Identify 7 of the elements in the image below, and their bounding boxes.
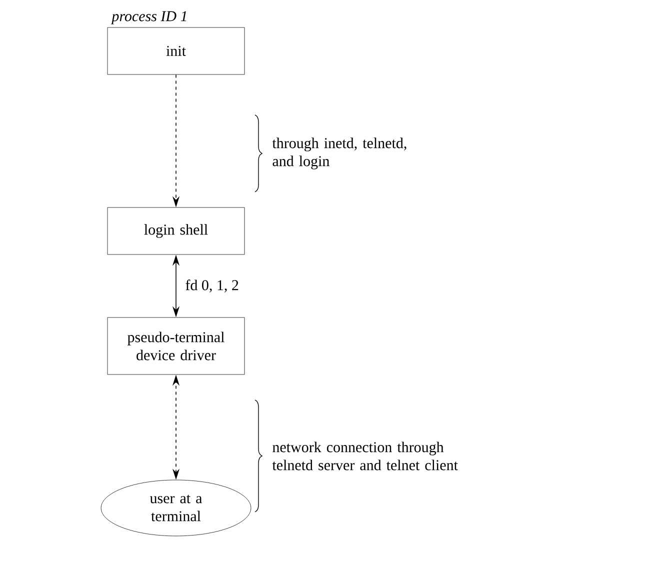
- edge-label: fd 0, 1, 2: [186, 280, 238, 292]
- process-box: pseudo-terminal device driver: [107, 317, 245, 375]
- node-label: process ID 1: [110, 11, 186, 24]
- note: network connection through telnetd server and telnet client: [272, 442, 458, 470]
- process-box: init: [107, 27, 245, 75]
- process-box: login shell: [107, 207, 245, 255]
- note: through inetd, telnetd, and login: [272, 138, 406, 170]
